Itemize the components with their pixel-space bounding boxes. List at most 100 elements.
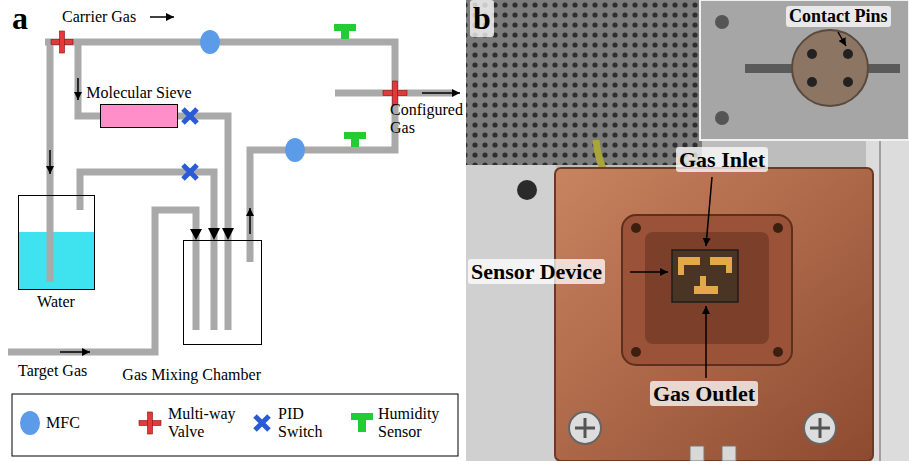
- flow-arrow: [60, 351, 90, 353]
- callout-label: Sensor Device: [468, 259, 605, 284]
- humidity-sensor-symbol: [334, 24, 356, 31]
- mixing-chamber: Gas Mixing Chamber: [183, 240, 262, 345]
- legend-entry: MFC: [46, 414, 80, 432]
- photo-panel: [879, 140, 881, 461]
- multi-way-valve-symbol: [51, 31, 407, 434]
- inset-photo: [843, 77, 853, 87]
- callout-label: Gas Inlet: [676, 147, 768, 172]
- mfc-symbol: [20, 411, 40, 435]
- photo-panel: [645, 232, 769, 344]
- inset-photo: [715, 111, 729, 125]
- node-label: Molecular Sieve: [86, 84, 191, 102]
- photo-panel: [575, 418, 595, 438]
- inset-photo: [807, 49, 817, 59]
- gas-pipe: [8, 210, 196, 352]
- pid-switch-symbol: [255, 416, 269, 430]
- photo-panel: [722, 446, 736, 461]
- inset-photo: [792, 30, 868, 106]
- legend-frame: [12, 394, 458, 456]
- humidity-sensor-symbol: [358, 420, 366, 432]
- panel-letter: b: [470, 0, 494, 37]
- photo-panel: [810, 418, 830, 438]
- flow-arrow-head: [190, 229, 202, 240]
- gas-pipe: [211, 240, 218, 330]
- multi-way-valve-symbol: [148, 412, 153, 434]
- inset-photo: [843, 49, 853, 59]
- photo-panel: [631, 347, 641, 357]
- callout-label: Contact Pins: [786, 6, 891, 27]
- sensor-electrodes: [678, 257, 732, 294]
- multi-way-valve-symbol: [139, 412, 161, 434]
- legend-entry: Humidity Sensor: [378, 405, 454, 441]
- leader-line: [838, 32, 846, 46]
- water-fill: [19, 232, 94, 289]
- humidity-sensor-symbol: [341, 31, 349, 39]
- inset-photo: [700, 0, 909, 140]
- flow-label: Configured Gas: [390, 101, 464, 138]
- flow-arrow: [50, 17, 460, 352]
- flow-arrow: [77, 78, 79, 100]
- gas-pipe: [8, 42, 452, 352]
- label-holder: b: [470, 0, 494, 37]
- leader-line: [705, 306, 707, 378]
- gas-pipe: [77, 195, 84, 210]
- humidity-sensor-symbol: [334, 24, 373, 432]
- legend-text: PID Switch: [278, 405, 340, 441]
- legend-text: Humidity Sensor: [378, 405, 454, 441]
- legend-entry: PID Switch: [278, 405, 340, 441]
- water-fill: [19, 232, 94, 289]
- label-holder: Sensor Device: [468, 259, 605, 284]
- photo-panel: [569, 412, 601, 444]
- label-holder: Target Gas: [18, 362, 87, 380]
- photo-panel: [466, 0, 702, 165]
- callout-label: Gas Outlet: [650, 381, 758, 406]
- multi-way-valve-symbol: [51, 31, 73, 53]
- photo-panel: [517, 180, 537, 200]
- node-label: Water: [37, 293, 75, 311]
- panel-letter: a: [12, 0, 28, 37]
- molecular-sieve-box: Molecular Sieve: [100, 104, 178, 128]
- mfc-symbol: [285, 138, 305, 162]
- photo-panel: [466, 0, 909, 461]
- water-bottle: Water: [18, 195, 95, 290]
- label-holder: a: [12, 0, 28, 37]
- sensor-electrodes: [700, 276, 706, 294]
- multi-way-valve-symbol: [60, 31, 65, 53]
- pid-switch-symbol: [183, 109, 197, 123]
- flow-arrow-head: [190, 229, 202, 240]
- photo-panel: [690, 446, 704, 461]
- node-label: Gas Mixing Chamber: [122, 366, 261, 384]
- gas-pipe: [47, 42, 54, 282]
- humidity-sensor-symbol: [351, 413, 373, 420]
- flow-arrow: [249, 208, 251, 234]
- flow-arrow: [422, 92, 460, 94]
- photo-panel: [466, 0, 909, 461]
- photo-panel: [773, 223, 783, 233]
- pid-switch-symbol: [183, 165, 197, 179]
- humidity-sensor-symbol: [351, 139, 359, 147]
- label-holder: Configured Gas: [390, 101, 464, 138]
- gas-pipe-connector: [178, 116, 228, 240]
- photo-panel: [773, 347, 783, 357]
- leader-line: [706, 177, 712, 246]
- flow-label: Target Gas: [18, 362, 87, 380]
- photo-panel: [466, 165, 556, 461]
- leader-line: [630, 32, 846, 378]
- flow-arrow: [49, 150, 51, 174]
- gas-pipe: [78, 42, 100, 116]
- mfc-symbol: [200, 30, 220, 54]
- label-holder: Gas Inlet: [676, 147, 768, 172]
- flow-label: Carrier Gas: [62, 8, 136, 26]
- label-holder: Contact Pins: [786, 6, 891, 27]
- gas-pipe: [225, 240, 232, 330]
- gas-pipe: [250, 93, 395, 262]
- label-holder: Carrier Gas: [62, 8, 136, 26]
- photo-panel: [804, 412, 836, 444]
- gas-pipe-connector: [80, 172, 214, 240]
